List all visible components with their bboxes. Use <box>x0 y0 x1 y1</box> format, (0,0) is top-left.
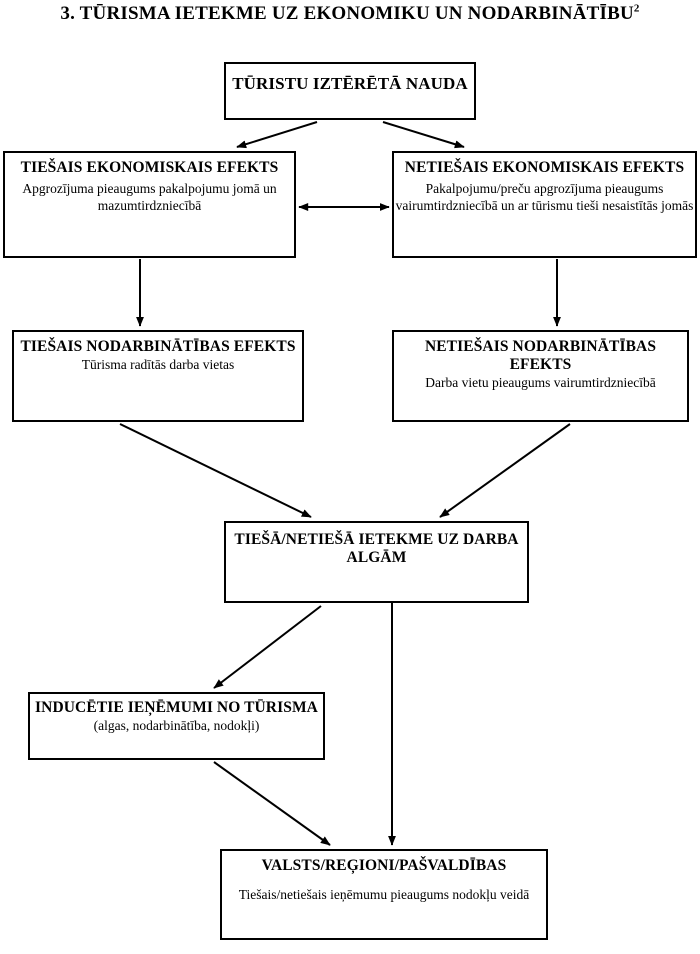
node-tourist-money: TŪRISTU IZTĒRĒTĀ NAUDA <box>224 62 476 120</box>
node-induced-income-heading: INDUCĒTIE IEŅĒMUMI NO TŪRISMA <box>35 699 318 716</box>
node-direct-employment-effect-detail: Tūrisma radītās darba vietas <box>81 357 235 372</box>
node-direct-economic-effect-heading: TIEŠAIS EKONOMISKAIS EFEKTS <box>20 159 279 176</box>
node-indirect-employment-effect-heading: NETIEŠAIS NODARBINĀTĪBAS EFEKTS <box>424 338 657 373</box>
connector-induced-income-to-government <box>213 761 331 846</box>
node-tourist-money-heading: TŪRISTU IZTĒRĒTĀ NAUDA <box>232 74 468 93</box>
node-government-levels-detail: Tiešais/netiešais ieņēmumu pieaugums nod… <box>238 887 530 902</box>
page-title: 3. TŪRISMA IETEKME UZ EKONOMIKU UN NODAR… <box>60 2 640 25</box>
node-indirect-economic-effect-detail: Pakalpojumu/preču apgrozījuma pieaugums … <box>395 181 694 213</box>
connector-money-to-indirect-economic <box>382 121 465 149</box>
node-indirect-employment-effect: NETIEŠAIS NODARBINĀTĪBAS EFEKTS Darba vi… <box>392 330 689 422</box>
node-indirect-employment-effect-detail: Darba vietu pieaugums vairumtirdzniecībā <box>425 375 656 390</box>
node-impact-on-wages: TIEŠĀ/NETIEŠĀ IETEKME UZ DARBA ALGĀM <box>224 521 529 603</box>
node-government-levels: VALSTS/REĢIONI/PAŠVALDĪBAS Tiešais/netie… <box>220 849 548 940</box>
node-direct-employment-effect-heading: TIEŠAIS NODARBINĀTĪBAS EFEKTS <box>20 338 296 355</box>
connector-wages-to-induced-income <box>213 605 322 689</box>
node-indirect-economic-effect: NETIEŠAIS EKONOMISKAIS EFEKTS Pakalpojum… <box>392 151 697 258</box>
connector-direct-empl-to-wages <box>119 423 312 518</box>
node-direct-employment-effect: TIEŠAIS NODARBINĀTĪBAS EFEKTS Tūrisma ra… <box>12 330 304 422</box>
node-impact-on-wages-heading: TIEŠĀ/NETIEŠĀ IETEKME UZ DARBA ALGĀM <box>234 531 519 566</box>
node-direct-economic-effect: TIEŠAIS EKONOMISKAIS EFEKTS Apgrozījuma … <box>3 151 296 258</box>
page-title-text: 3. TŪRISMA IETEKME UZ EKONOMIKU UN NODAR… <box>60 3 634 24</box>
node-indirect-economic-effect-heading: NETIEŠAIS EKONOMISKAIS EFEKTS <box>404 159 685 176</box>
connector-indirect-empl-to-wages <box>439 423 571 518</box>
node-induced-income: INDUCĒTIE IEŅĒMUMI NO TŪRISMA (algas, no… <box>28 692 325 760</box>
node-induced-income-detail: (algas, nodarbinātība, nodokļi) <box>93 718 260 733</box>
footnote-marker: 2 <box>633 2 640 15</box>
node-direct-economic-effect-detail: Apgrozījuma pieaugums pakalpojumu jomā u… <box>22 181 277 213</box>
node-government-levels-heading: VALSTS/REĢIONI/PAŠVALDĪBAS <box>261 857 507 874</box>
connector-money-to-direct-economic <box>236 121 318 149</box>
